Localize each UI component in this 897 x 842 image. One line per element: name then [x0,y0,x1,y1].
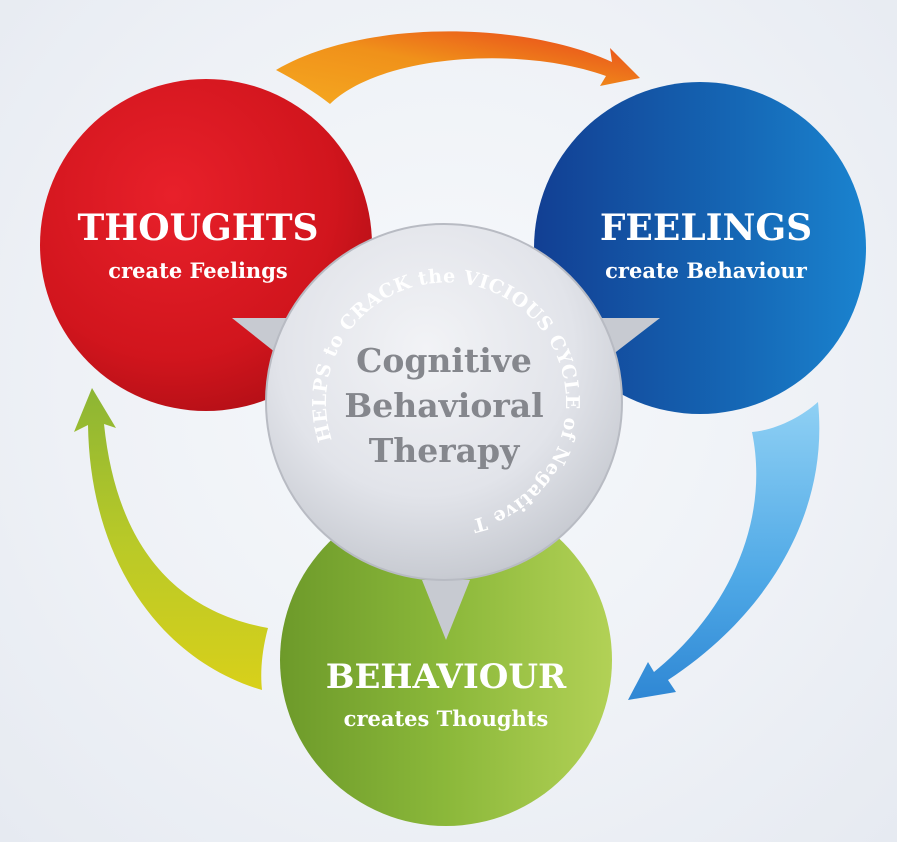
node-behaviour: BEHAVIOUR creates Thoughts [280,494,612,826]
center-line-3: Therapy [369,431,520,470]
behaviour-title: BEHAVIOUR [326,657,567,697]
arrow-thoughts-to-feelings [276,31,640,104]
behaviour-subtitle: creates Thoughts [344,706,549,731]
center-line-1: Cognitive [356,341,532,380]
thoughts-subtitle: create Feelings [108,258,287,283]
arrow-feelings-to-behaviour [628,402,820,700]
feelings-subtitle: create Behaviour [605,258,808,283]
arrow-behaviour-to-thoughts [74,388,268,690]
thoughts-title: THOUGHTS [77,207,318,249]
feelings-title: FEELINGS [600,207,812,249]
center-line-2: Behavioral [344,386,543,425]
